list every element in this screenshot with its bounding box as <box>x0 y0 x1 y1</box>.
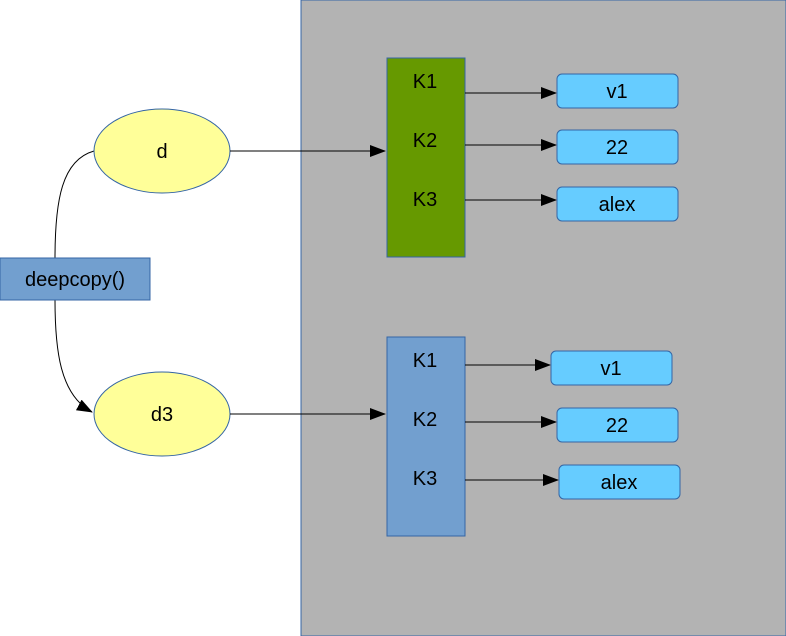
dict-original-key-3: K3 <box>413 189 437 211</box>
dict-copy-key-3: K3 <box>413 468 437 490</box>
dict-original-value-1: v1 <box>606 81 627 103</box>
dict-original-box <box>386 57 466 258</box>
deepcopy-box <box>0 257 151 301</box>
deepcopy-flow-arrow <box>54 299 93 413</box>
dict-original-value-3: alex <box>599 194 636 216</box>
dict-copy-value-1: v1 <box>600 358 621 380</box>
dict-copy-value-box-3 <box>558 464 681 500</box>
dict-copy-box <box>386 336 466 537</box>
deepcopy-flow-curve <box>54 150 95 259</box>
dict-copy-value-2: 22 <box>606 415 628 437</box>
dict-original-value-box-3 <box>556 186 679 222</box>
dict-copy-value-box-1 <box>550 350 673 386</box>
dict-copy-key-2: K2 <box>413 409 437 431</box>
dict-copy-value-box-2 <box>556 407 679 443</box>
dict-copy-value-3: alex <box>601 472 638 494</box>
dict-original-value-2: 22 <box>606 137 628 159</box>
dict-copy-key-1: K1 <box>413 350 437 372</box>
dict-original-key-1: K1 <box>413 71 437 93</box>
dict-original-key-2: K2 <box>413 130 437 152</box>
dict-original-value-box-1 <box>556 73 679 109</box>
variable-d-label: d <box>156 141 167 163</box>
memory-region <box>300 0 786 636</box>
variable-d3-label: d3 <box>151 404 173 426</box>
dict-original-value-box-2 <box>556 129 679 165</box>
deepcopy-label: deepcopy() <box>25 269 125 291</box>
